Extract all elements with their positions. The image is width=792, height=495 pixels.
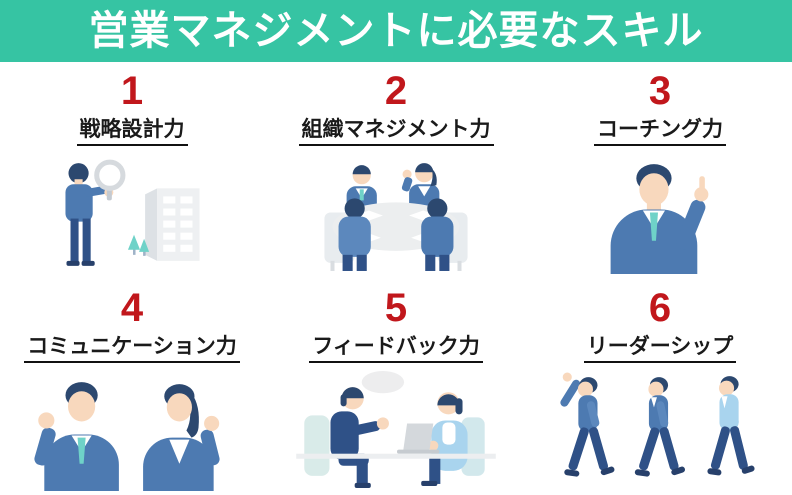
skills-grid: 1 戦略設計力 xyxy=(0,62,792,495)
header-banner: 営業マネジメントに必要なスキル xyxy=(0,0,792,62)
man-walking xyxy=(634,376,686,477)
meeting-round-table-illustration xyxy=(324,163,468,271)
skill-number: 3 xyxy=(648,69,672,113)
woman-figure xyxy=(143,383,220,491)
skill-number: 4 xyxy=(120,285,144,330)
chair-left xyxy=(304,414,330,476)
skill-card-strategy: 1 戦略設計力 xyxy=(0,62,264,279)
man-and-woman-cheering-illustration xyxy=(34,381,220,491)
skill-number: 6 xyxy=(648,285,672,330)
skill-card-feedback: 5 フィードバック力 xyxy=(264,279,528,495)
building-icon xyxy=(145,188,200,261)
skill-label: 組織マネジメント力 xyxy=(298,113,494,146)
skill-label: 戦略設計力 xyxy=(76,113,188,146)
skill-label: コーチング力 xyxy=(594,113,726,146)
laptop-icon xyxy=(397,422,440,454)
man-pointing-up-illustration xyxy=(610,164,709,274)
tree-icons xyxy=(127,234,150,256)
magnifying-glass-icon xyxy=(94,159,126,201)
man-figure xyxy=(34,381,119,491)
one-on-one-meeting-illustration xyxy=(296,370,496,488)
woman-walking xyxy=(707,375,755,475)
skill-label: フィードバック力 xyxy=(309,330,483,363)
desk-surface xyxy=(296,453,496,459)
skill-card-leadership: 6 リーダーシップ xyxy=(528,279,792,495)
man-talking xyxy=(330,386,389,488)
three-people-walking-illustration xyxy=(560,372,755,477)
leader-walking-pointing xyxy=(560,372,615,477)
skill-card-coaching: 3 コーチング力 xyxy=(528,62,792,279)
skill-label: リーダーシップ xyxy=(583,330,737,363)
skill-number: 2 xyxy=(384,69,408,113)
speech-bubble xyxy=(361,370,405,393)
person-bottom-left-back xyxy=(338,198,371,271)
skill-label: コミュニケーション力 xyxy=(24,330,240,363)
person-bottom-right-back xyxy=(421,198,454,271)
skill-card-communication: 4 コミュニケーション力 xyxy=(0,279,264,495)
man-with-magnifying-glass-illustration xyxy=(65,159,200,266)
skill-number: 1 xyxy=(120,69,144,113)
skill-number: 5 xyxy=(384,285,408,330)
page-title: 営業マネジメントに必要なスキル xyxy=(88,9,704,53)
skill-card-organization: 2 組織マネジメント力 xyxy=(264,62,528,279)
